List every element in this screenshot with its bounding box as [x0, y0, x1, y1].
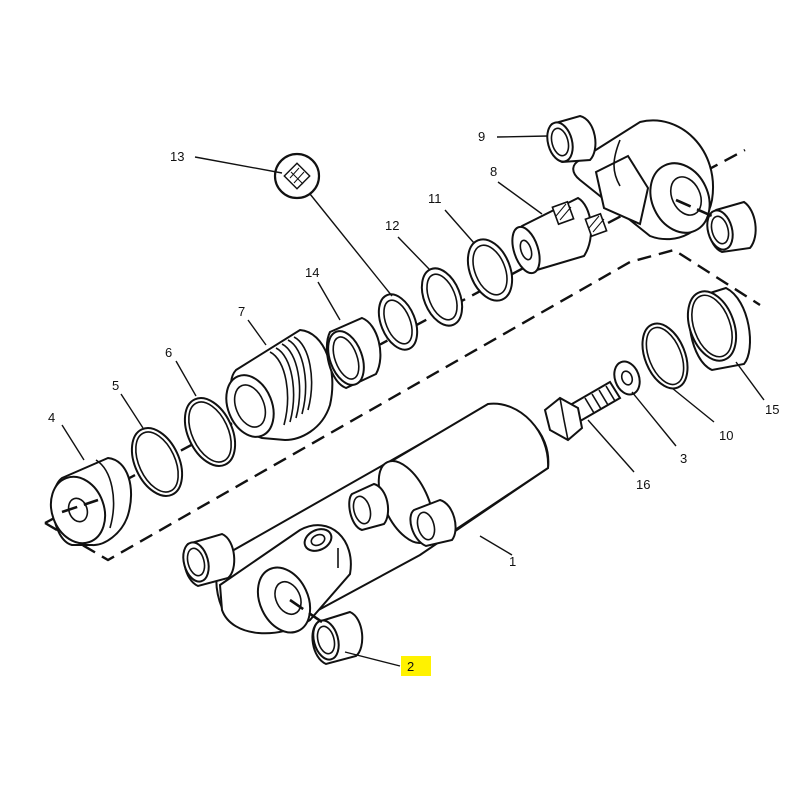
bolt-threads	[584, 385, 616, 414]
part-13-indicator	[273, 152, 321, 200]
callout-1: 1	[509, 554, 516, 569]
part-9-bushing[interactable]	[543, 114, 597, 164]
head-threads	[269, 336, 313, 426]
barrel-bushing-left[interactable]	[179, 532, 236, 588]
part-5-o-ring[interactable]	[122, 420, 192, 504]
callout-labels: 13 9 8 11 12 14 7 6 5 4 1 2 16 3 10 15	[48, 129, 779, 674]
callout-7: 7	[238, 304, 245, 319]
part-3-washer[interactable]	[610, 358, 644, 398]
part-13-seal[interactable]	[371, 289, 424, 356]
callout-5: 5	[112, 378, 119, 393]
callout-11: 11	[428, 191, 442, 206]
callout-8: 8	[490, 164, 497, 179]
callout-2-highlight	[401, 656, 431, 676]
part-2-bushing[interactable]	[309, 610, 364, 666]
eye-bushing-right[interactable]	[703, 200, 757, 254]
callout-12: 12	[385, 218, 399, 233]
part-8-sleeve[interactable]	[507, 196, 608, 277]
part-7-head[interactable]	[218, 328, 334, 444]
callout-16: 16	[636, 477, 650, 492]
leader-lines	[61, 135, 765, 667]
callout-13: 13	[170, 149, 184, 164]
part-12-ring[interactable]	[414, 262, 470, 331]
callout-10: 10	[719, 428, 733, 443]
center-axes	[61, 198, 713, 624]
callout-15: 15	[765, 402, 779, 417]
sleeve-hatch-left	[551, 200, 575, 226]
callout-6: 6	[165, 345, 172, 360]
part-1-barrel[interactable]	[215, 402, 550, 641]
callout-14: 14	[305, 265, 319, 280]
callout-3: 3	[680, 451, 687, 466]
callout-2: 2	[407, 659, 414, 674]
rod-eye[interactable]	[572, 119, 720, 242]
callout-9: 9	[478, 129, 485, 144]
part-16-bolt[interactable]	[543, 380, 622, 442]
part-10-o-ring[interactable]	[634, 317, 697, 395]
barrel-bushing	[348, 482, 457, 548]
part-6-o-ring[interactable]	[175, 390, 245, 474]
callout-4: 4	[48, 410, 55, 425]
part-15-bushing[interactable]	[679, 285, 751, 372]
part-14-bearing[interactable]	[321, 316, 382, 390]
part-11-wiper[interactable]	[459, 233, 520, 307]
sleeve-hatch-right	[584, 212, 608, 238]
